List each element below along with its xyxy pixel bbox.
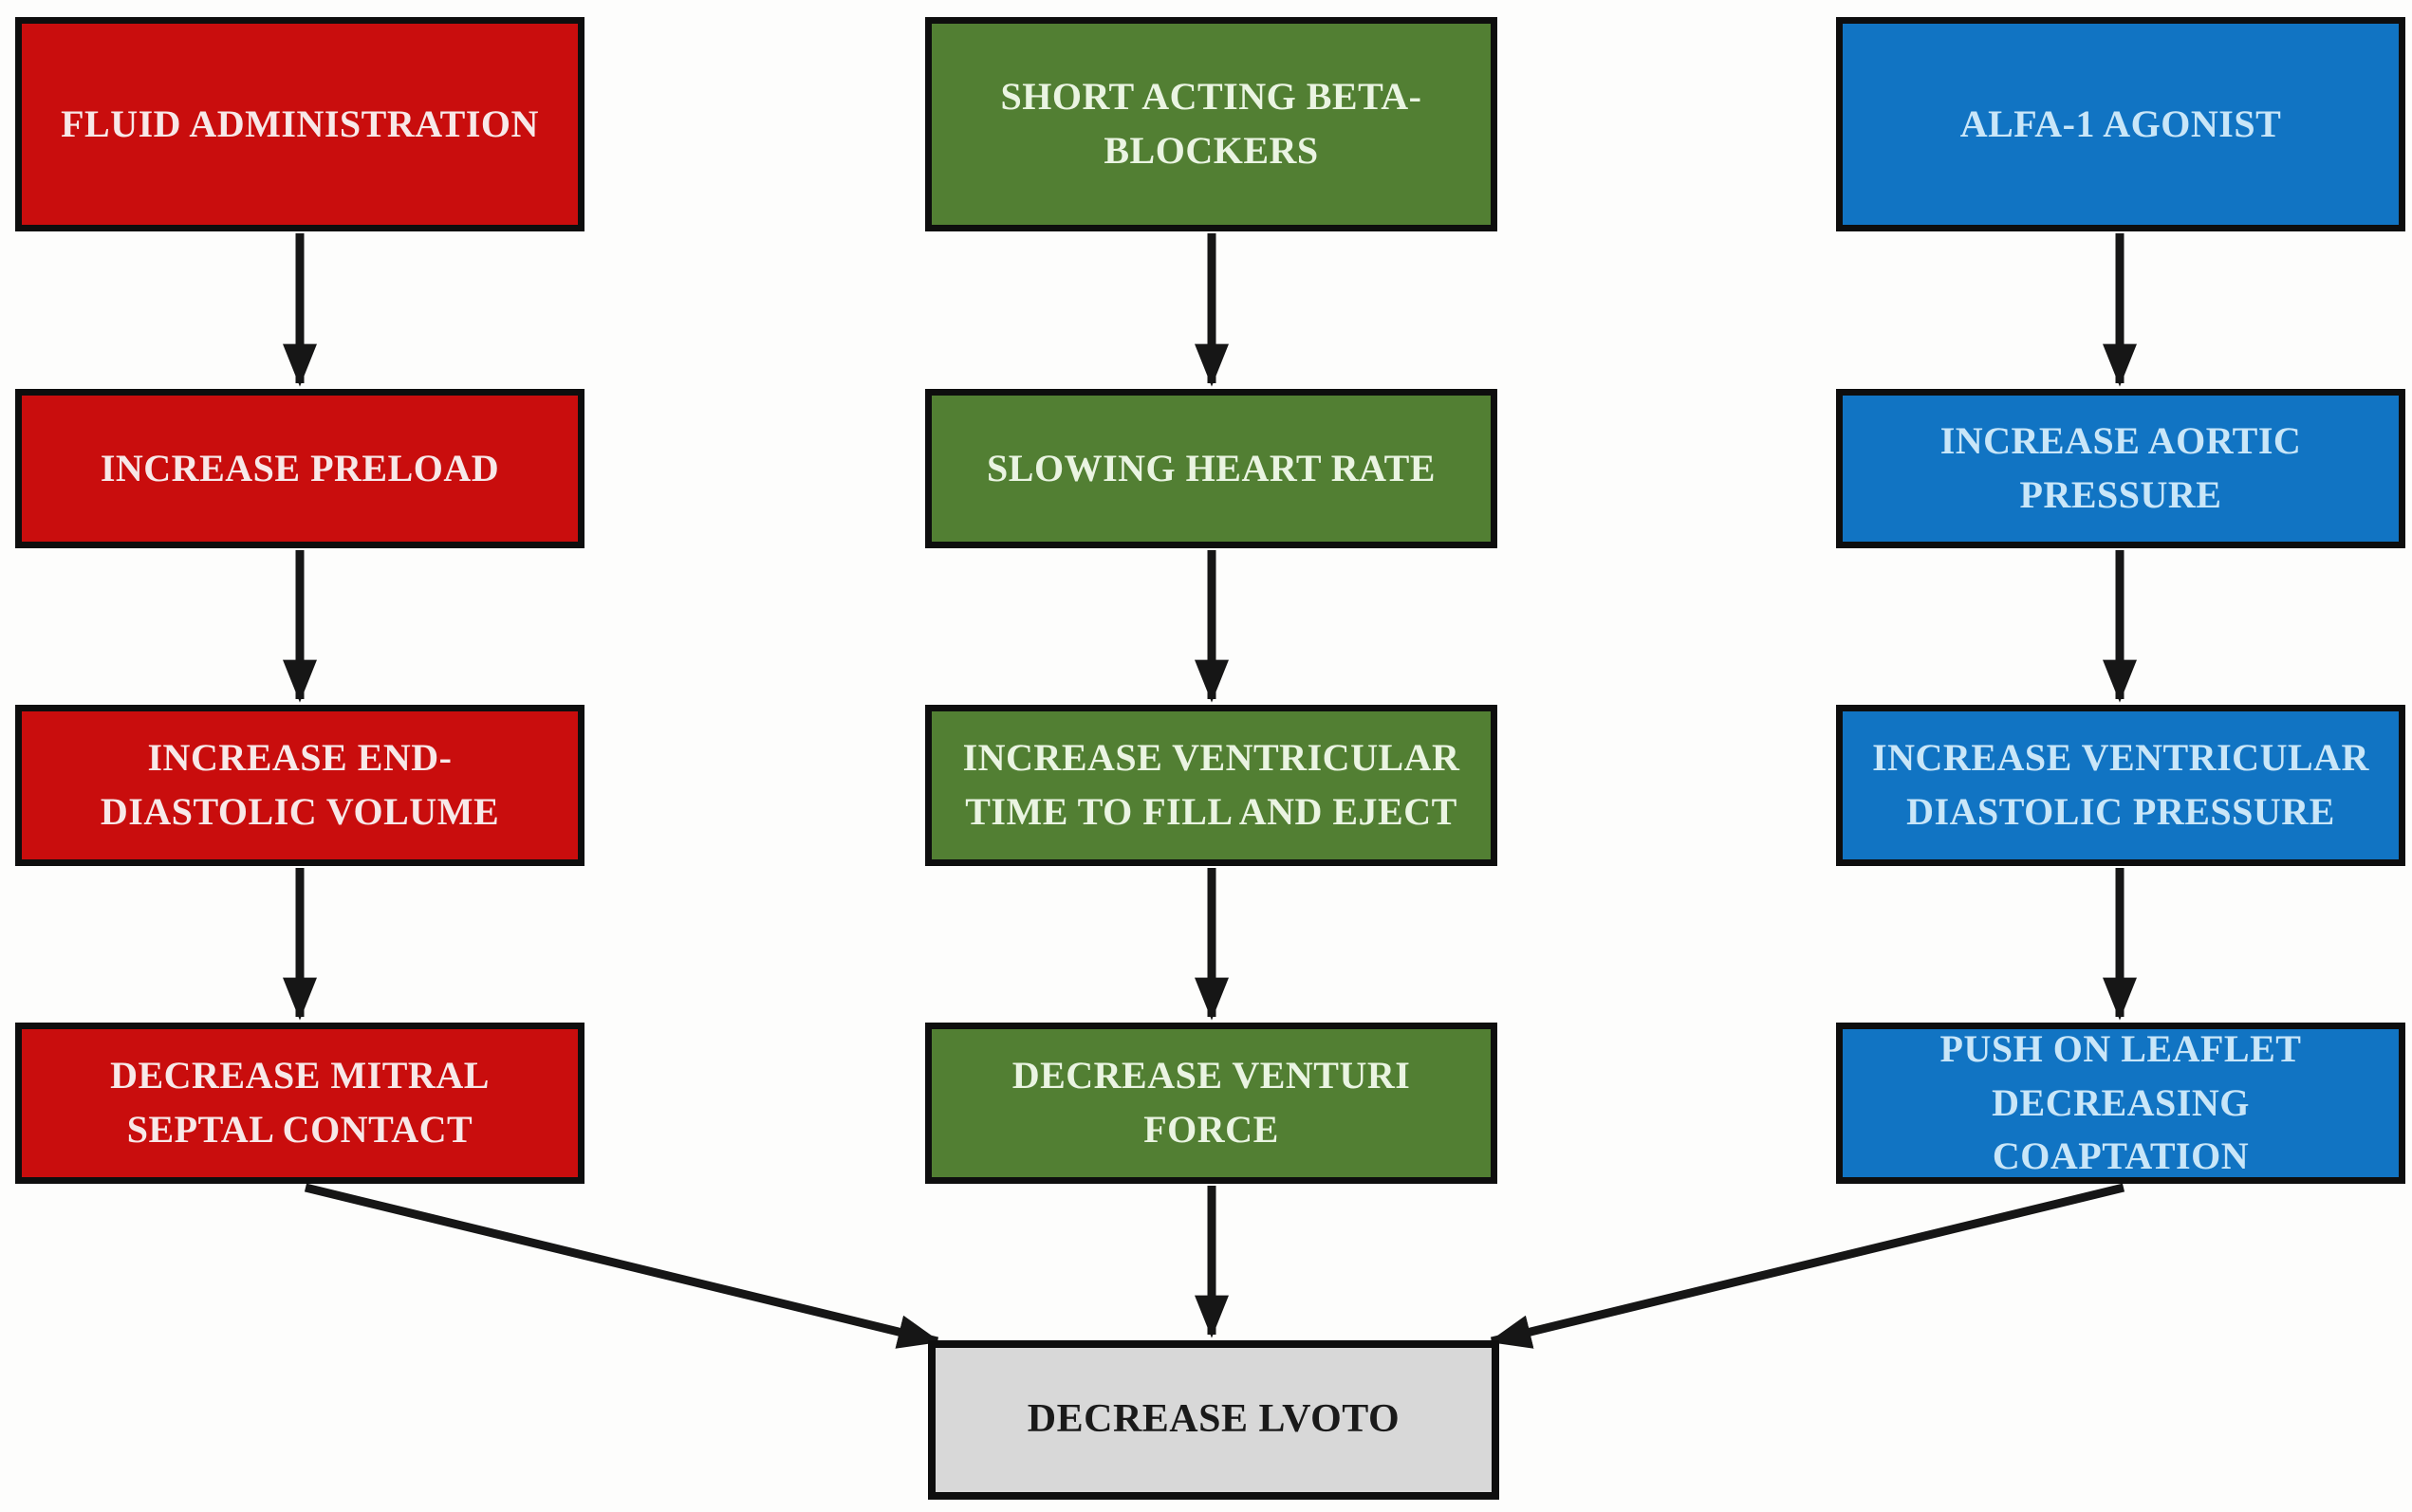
node-label: DECREASE MITRAL SEPTAL CONTACT: [110, 1054, 490, 1151]
node-label: INCREASE PRELOAD: [100, 446, 500, 489]
node-label: DECREASE VENTURI FORCE: [1011, 1054, 1411, 1151]
node-decrease-venturi-force: DECREASE VENTURI FORCE: [925, 1023, 1497, 1184]
node-label: INCREASE VENTRICULAR TIME TO FILL AND EJ…: [962, 736, 1460, 833]
node-label: INCREASE AORTIC PRESSURE: [1939, 419, 2302, 516]
node-label: ALFA-1 AGONIST: [1959, 101, 2282, 145]
node-label: SHORT ACTING BETA- BLOCKERS: [1000, 75, 1422, 172]
node-increase-aortic-pressure: INCREASE AORTIC PRESSURE: [1836, 389, 2405, 548]
node-label: PUSH ON LEAFLET DECREASING COAPTATION: [1939, 1026, 2302, 1178]
arrow-col3-row4-result: [1488, 1183, 2125, 1349]
node-alfa-1-agonist: ALFA-1 AGONIST: [1836, 17, 2405, 231]
node-slowing-heart-rate: SLOWING HEART RATE: [925, 389, 1497, 548]
node-decrease-mitral-septal-contact: DECREASE MITRAL SEPTAL CONTACT: [15, 1023, 584, 1184]
arrow-col1-row4-result: [304, 1183, 941, 1349]
node-push-on-leaflet-decreasing-coaptation: PUSH ON LEAFLET DECREASING COAPTATION: [1836, 1023, 2405, 1184]
node-label: DECREASE LVOTO: [1027, 1397, 1401, 1442]
node-increase-preload: INCREASE PRELOAD: [15, 389, 584, 548]
node-short-acting-beta-blockers: SHORT ACTING BETA- BLOCKERS: [925, 17, 1497, 231]
node-increase-end-diastolic-volume: INCREASE END- DIASTOLIC VOLUME: [15, 705, 584, 866]
node-label: SLOWING HEART RATE: [987, 446, 1436, 489]
node-label: FLUID ADMINISTRATION: [61, 101, 539, 145]
node-label: INCREASE VENTRICULAR DIASTOLIC PRESSURE: [1872, 736, 2369, 833]
node-decrease-lvoto: DECREASE LVOTO: [928, 1340, 1499, 1500]
node-fluid-administration: FLUID ADMINISTRATION: [15, 17, 584, 231]
node-label: INCREASE END- DIASTOLIC VOLUME: [100, 736, 500, 833]
node-increase-ventricular-time-to-fill-and-eject: INCREASE VENTRICULAR TIME TO FILL AND EJ…: [925, 705, 1497, 866]
node-increase-ventricular-diastolic-pressure: INCREASE VENTRICULAR DIASTOLIC PRESSURE: [1836, 705, 2405, 866]
